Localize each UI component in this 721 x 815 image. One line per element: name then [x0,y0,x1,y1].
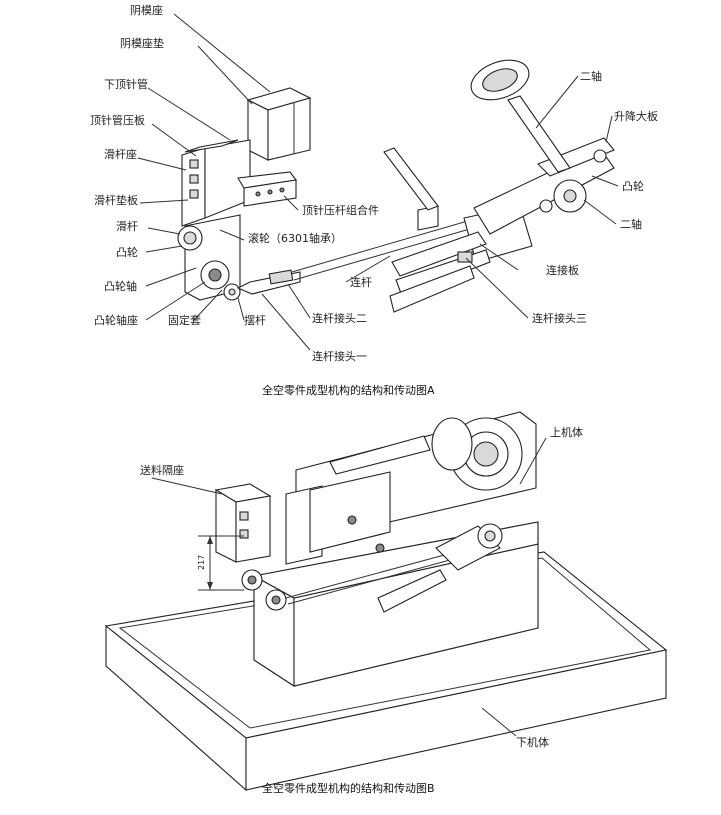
label-dingzhenguanyaban: 顶针管压板 [90,113,145,127]
label-lianganjietouyi: 连杆接头一 [312,349,367,363]
linkage-b [241,523,503,613]
label-erzhou-top: 二轴 [580,69,602,83]
label-xiadingzhenguan: 下顶针管 [104,77,148,91]
label-tulunzhou: 凸轮轴 [104,279,137,293]
guide-rod [383,147,439,211]
label-shengjiangdaban: 升降大板 [614,109,658,123]
label-lianjieban: 连接板 [546,263,579,277]
label-dingzhenyagan: 顶针压杆组合件 [302,203,379,217]
label-lungun: 滚轮（6301轴承） [248,231,342,245]
label-gudingtao: 固定套 [168,313,201,327]
label-tulun-right: 凸轮 [622,179,644,193]
label-huagan: 滑杆 [116,219,138,233]
figure-a: 阴模座 阴模座垫 下顶针管 顶针管压板 滑杆座 滑杆垫板 滑杆 凸轮 凸轮轴 凸… [90,3,658,397]
leader-lines-b [151,437,547,737]
label-erzhou-right: 二轴 [620,217,642,231]
label-lianganjietouer: 连杆接头二 [312,311,367,325]
caption-a: 全空零件成型机构的结构和传动图A [262,383,435,397]
label-liangan: 连杆 [350,275,372,289]
slide-seat [181,139,251,227]
label-shangjiti: 上机体 [550,425,583,439]
label-yinmozuo: 阴模座 [130,3,163,17]
label-huaganzuo: 滑杆座 [104,147,137,161]
label-songliaogezuo: 送料隔座 [140,463,184,477]
label-tulunzhouzuo: 凸轮轴座 [94,313,138,327]
second-shaft [470,59,571,173]
label-tulun-left: 凸轮 [116,245,138,259]
leader-lines-a [137,13,619,351]
upper-frame [285,411,537,565]
label-baigan: 摆杆 [244,313,266,327]
ejector-press-assembly [237,171,297,207]
feed-spacer [214,483,272,563]
label-yinmozuodian: 阴模座垫 [120,36,164,50]
cam-shaft-base [177,214,241,301]
dimension-mark: 217 [197,535,244,591]
caption-b: 全空零件成型机构的结构和传动图B [262,781,435,795]
label-xiajiti: 下机体 [516,735,549,749]
figure-b: 217 送料隔座 上机体 下机体 全空零件成型机构的结构和传动图B [104,411,668,795]
dimension-value: 217 [197,555,206,570]
connecting-rod [236,217,481,295]
die-seat [246,87,312,161]
label-huagandianban: 滑杆垫板 [94,193,138,207]
label-lianganjietousan: 连杆接头三 [532,311,587,325]
